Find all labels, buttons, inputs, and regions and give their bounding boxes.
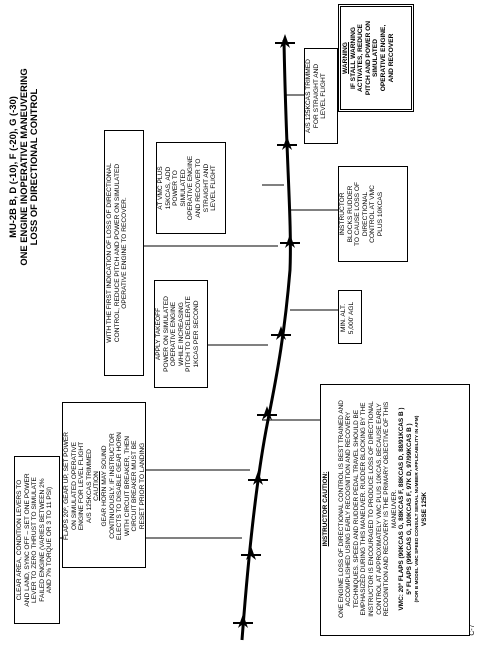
vmc-plus-box: AT Vmc PLUS 15KCAS, ADD POWER TO SIMULAT…: [156, 142, 226, 234]
instructor-caution-line: CONTROL AT APPROXIMATELY Vmc PLUS 10KCAS…: [375, 403, 383, 615]
aircraft-icon: [248, 471, 268, 485]
first-indication-line: CONTROL, REDUCE PITCH AND POWER ON SIMUL…: [113, 163, 121, 343]
aircraft-icon: [271, 326, 291, 340]
vmc-plus-line: OPERATIVE ENGINE: [187, 155, 195, 221]
vmc-plus-line: 15KCAS, ADD: [164, 166, 172, 210]
takeoff-line: POWER ON SIMULATED: [162, 296, 170, 372]
setup-line: AND 7% TORQUE OR 3 TO 11 PSI): [46, 486, 54, 594]
title-line-3: LOSS OF DIRECTIONAL CONTROL: [28, 88, 39, 246]
flaps-line: A/S 125KCAS TRIMMED: [85, 449, 93, 523]
vmc-plus-line: SIMULATED: [179, 169, 187, 207]
warning-heading: WARNING: [342, 42, 349, 74]
setup-line: AND LAND, SYNC OFF – SET ONE POWER: [23, 473, 31, 607]
page-number: C-7: [469, 624, 476, 636]
caution-line: WITH CIRCUIT BREAKER, THEN: [123, 435, 131, 537]
takeoff-line: WHILE INCREASING: [177, 302, 185, 366]
flaps-caution-box: FLAPS 20º, GEAR UP, SET POWER ON SIMULAT…: [62, 402, 146, 568]
caution-line: ELECTS TO DISABLE GEAR HORN: [116, 432, 124, 540]
flaps-line: ENGINE FOR LEVEL FLIGHT: [78, 441, 86, 531]
takeoff-line: PITCH TO DECELERATE: [185, 296, 193, 372]
vmc-plus-line: LEVEL FLIGHT: [210, 165, 218, 211]
aircraft-icon: [280, 234, 300, 248]
instructor-block-line: CONTROL AT Vmc: [369, 185, 377, 243]
flaps-line: ON SIMULATED OPERATIVE: [70, 441, 78, 531]
warning-line: OPERATIVE ENGINE,: [379, 24, 387, 92]
title-line-1: MU-2B B, D (-10), F (-20), G (-30): [7, 96, 18, 238]
caution-line: CIRCUIT BREAKER MUST BE: [131, 440, 139, 532]
instructor-caution-line: ACCOMPLISHED USING EARLY RECOGNITION AND…: [345, 411, 353, 607]
warning-box: WARNING IF STALL WARNING ACTIVATES, REDU…: [338, 4, 414, 112]
min-alt-line: 5,000' AGL: [347, 301, 355, 335]
vmc-plus-line: STRAIGHT AND: [202, 163, 210, 213]
instructor-block-line: DIRECTIONAL: [361, 191, 369, 237]
instructor-block-box: INSTRUCTOR BLOCKS RUDDER TO CAUSE LOSS O…: [338, 166, 408, 262]
vmc-speeds-line-2: 5º FLAPS (99KCAS G, 100KCAS F, 97K D, 97…: [405, 423, 413, 595]
takeoff-line: APPLY TAKEOFF: [155, 307, 162, 361]
aircraft-icon: [241, 546, 261, 560]
instructor-caution-heading: INSTRUCTOR CAUTION:: [322, 471, 329, 547]
caution-line: RESET PRIOR TO LANDING: [138, 442, 146, 530]
caution-line: GEAR HORN MAY SOUND: [100, 445, 108, 527]
takeoff-power-box: APPLY TAKEOFF POWER ON SIMULATED OPERATI…: [154, 280, 208, 388]
trimmed-line: LEVEL FLIGHT: [320, 73, 328, 119]
trimmed-line: A/S 125KCAS TRIMMED: [305, 59, 312, 133]
instructor-block-line: INSTRUCTOR: [339, 192, 346, 236]
setup-line: FAILED ENGINE (VARIES BETWEEN 2%: [38, 478, 46, 602]
warning-line: PITCH AND POWER ON: [364, 20, 372, 96]
instructor-block-line: PLUS 10KCAS: [376, 191, 384, 237]
setup-line: LEVER TO ZERO THRUST TO SIMULATE: [31, 477, 39, 603]
instructor-block-line: BLOCKS RUDDER: [346, 185, 354, 243]
instructor-caution-box: INSTRUCTOR CAUTION: ONE ENGINE LOSS OF D…: [320, 384, 470, 636]
flaps-line: FLAPS 20º, GEAR UP, SET POWER: [63, 431, 70, 541]
aircraft-icon: [275, 34, 295, 48]
instructor-caution-line: MANEUVER.: [390, 490, 398, 528]
first-indication-box: WITH THE FIRST INDICATION OF LOSS OF DIR…: [104, 130, 144, 376]
setup-line: CLEAR AREA, CONDITION LEVERS TO: [16, 479, 23, 601]
warning-line: SIMULATED: [372, 39, 380, 77]
instructor-caution-line: RECOGNITION AND RECOVERY IS THE PRIMARY …: [383, 401, 391, 617]
takeoff-line: 1KCAS PER SECOND: [192, 300, 200, 368]
vsse-line: Vsse 125K: [421, 491, 429, 527]
instructor-caution-line: TECHNIQUES. SPEED AND RUDDER PEDAL TRAVE…: [352, 409, 360, 609]
warning-line: ACTIVATES, REDUCE: [357, 24, 365, 92]
instructor-caution-line: INSTRUCTOR IS ENCOURAGED TO PRODUCE LOSS…: [367, 401, 375, 617]
instructor-block-line: TO CAUSE LOSS OF: [354, 182, 362, 246]
vmc-plus-line: POWER TO: [172, 170, 180, 206]
flight-path-line: [240, 39, 292, 641]
aircraft-icon: [277, 136, 297, 150]
first-indication-line: WITH THE FIRST INDICATION OF LOSS OF DIR…: [106, 163, 113, 343]
warning-line: AND RECOVER: [387, 33, 395, 83]
trimmed-line: FOR STRAIGHT AND: [312, 63, 320, 129]
caution-line: CONTINUOUSLY. IF INSTRUCTOR: [108, 433, 116, 539]
caution-heading: CAUTION: [93, 471, 101, 501]
first-indication-line: OPERATIVE ENGINE TO RECOVER.: [121, 197, 129, 309]
vmc-plus-line: AT Vmc PLUS: [157, 166, 164, 210]
warning-line: IF STALL WARNING: [349, 26, 357, 90]
instructor-caution-line: EMPHASIZED DURING THIS MANEUVER. RUDDER …: [360, 402, 368, 616]
setup-box: CLEAR AREA, CONDITION LEVERS TO AND LAND…: [14, 456, 60, 624]
vmc-speeds-line-1: Vmc: 20º FLAPS (90KCAS G, 88KCAS F, 88KC…: [398, 407, 406, 611]
min-alt-box: MIN. ALT. 5,000' AGL: [338, 290, 362, 344]
vmc-plus-line: AND RECOVER TO: [194, 158, 202, 218]
aircraft-icon: [233, 614, 253, 628]
vmc-speeds-note: (FOR B MODEL Vmc SPEED CONSULT SERIAL NU…: [414, 415, 420, 603]
min-alt-line: MIN. ALT.: [340, 303, 347, 333]
instructor-caution-line: ONE ENGINE LOSS OF DIRECTIONAL CONTROL I…: [337, 400, 345, 618]
aircraft-icon: [257, 406, 277, 420]
takeoff-line: OPERATIVE ENGINE: [170, 301, 178, 367]
trimmed-box: A/S 125KCAS TRIMMED FOR STRAIGHT AND LEV…: [304, 48, 338, 144]
